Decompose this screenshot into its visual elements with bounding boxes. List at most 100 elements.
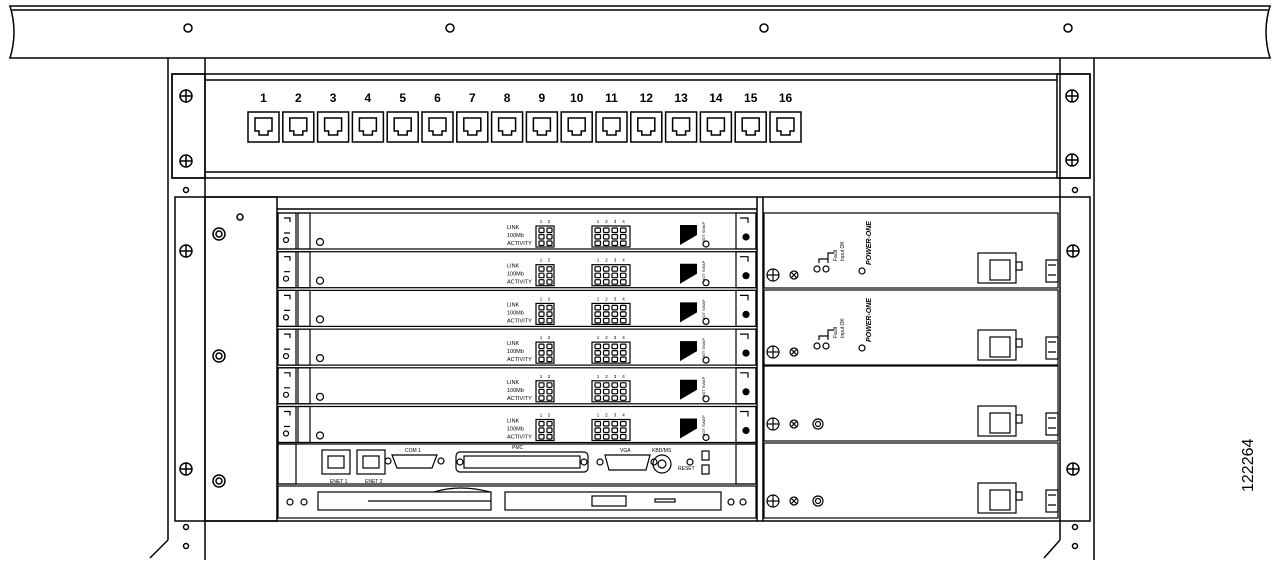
status-led (813, 265, 821, 273)
led-label: ACTIVITY (507, 396, 532, 402)
psu-brand-label: POWER-ONE (866, 298, 873, 342)
ethernet-port[interactable] (321, 449, 351, 475)
rj45-port[interactable] (421, 111, 454, 143)
port-number-label: 4 (622, 296, 625, 301)
rj45-port[interactable] (664, 111, 698, 143)
led-label: 100Mb (507, 272, 524, 278)
rj45-port[interactable] (595, 111, 628, 143)
led-label: 100Mb (507, 388, 524, 394)
psu-led-label: Fault (833, 326, 839, 338)
figure-id: 122264 (1240, 438, 1257, 492)
vendor-logo-icon (680, 341, 697, 362)
led-label: 100Mb (507, 427, 524, 433)
rj45-port[interactable] (456, 111, 489, 143)
latch-handle[interactable] (989, 489, 1011, 511)
port-number-label: 4 (365, 91, 372, 105)
rj45-port[interactable] (630, 111, 663, 143)
port-number-label: 2 (605, 296, 608, 301)
screw-icon (766, 494, 780, 508)
rj45-port[interactable] (386, 111, 419, 143)
rj45-port[interactable] (769, 111, 802, 143)
port-number-label: 5 (399, 91, 406, 105)
port-number-label: 3 (614, 374, 617, 379)
floppy-drive[interactable] (317, 487, 492, 511)
cd-drive[interactable] (504, 491, 722, 511)
led-label: LINK (507, 225, 520, 231)
screw-icon (1065, 153, 1079, 167)
led-label: LINK (507, 380, 520, 386)
psu-led-label: Input OK (840, 241, 846, 261)
port-number-label: 4 (622, 374, 625, 379)
rj45-port[interactable] (316, 111, 350, 143)
rj45-port[interactable] (734, 111, 767, 143)
rj45-port[interactable] (351, 111, 385, 143)
ethernet-port[interactable] (356, 449, 386, 475)
led-label: ACTIVITY (507, 280, 532, 286)
kbd-ms-port[interactable] (652, 454, 672, 474)
latch-handle[interactable] (989, 336, 1011, 358)
top-rack-rail (8, 5, 1272, 59)
rj45-port[interactable] (699, 111, 733, 143)
port-number-label: 2 (548, 374, 551, 379)
reset-button[interactable] (686, 450, 710, 475)
port-number-label: 12 (640, 91, 654, 105)
card-model-label: HOT SWAP (701, 260, 706, 281)
port-number-label: 14 (709, 91, 723, 105)
port-number-label: 1 (260, 91, 267, 105)
rj45-port[interactable] (282, 111, 315, 143)
port-number-label: 2 (605, 219, 608, 224)
port-number-label: 11 (605, 91, 618, 105)
screw-icon (179, 462, 193, 476)
port-number-label: 1 (540, 374, 543, 379)
latch-handle[interactable] (989, 412, 1011, 434)
screw-icon (789, 496, 799, 506)
status-led (813, 342, 821, 350)
card-model-label: HOT SWAP (701, 299, 706, 320)
vga-port[interactable] (596, 454, 658, 471)
led-label: ACTIVITY (507, 241, 532, 247)
latch-handle[interactable] (989, 259, 1011, 281)
vendor-logo-icon (680, 379, 697, 400)
com-port[interactable] (384, 454, 445, 469)
cpu-port-label: ENET 1 (330, 479, 348, 485)
port-number-label: 1 (597, 296, 600, 301)
rj45-port[interactable] (560, 111, 593, 143)
port-number-label: 2 (548, 413, 551, 418)
led-label: LINK (507, 264, 520, 270)
screw-icon (179, 244, 193, 258)
screw-icon (1065, 89, 1079, 103)
port-number-label: 2 (605, 413, 608, 418)
port-number-label: 3 (614, 258, 617, 263)
rack-post-left (149, 58, 206, 560)
port-number-label: 4 (622, 219, 625, 224)
port-number-label: 6 (434, 91, 441, 105)
status-led (822, 342, 830, 350)
port-number-label: 2 (548, 296, 551, 301)
led-label: LINK (507, 302, 520, 308)
rj45-port[interactable] (490, 111, 524, 143)
port-number-label: 1 (540, 219, 543, 224)
rj45-port[interactable] (525, 111, 559, 143)
power-supply (763, 442, 1059, 519)
vendor-logo-icon (680, 263, 697, 284)
port-number-label: 1 (597, 374, 600, 379)
port-number-label: 3 (614, 335, 617, 340)
card-screw (315, 315, 325, 324)
vendor-logo-icon (680, 225, 697, 245)
drive-bay (277, 485, 757, 519)
chassis-frame (174, 196, 1091, 522)
pmc-connector[interactable] (455, 451, 589, 473)
card-screw (315, 392, 325, 401)
led-label: ACTIVITY (507, 318, 532, 324)
rj45-port[interactable] (247, 111, 280, 143)
led-label: 100Mb (507, 310, 524, 316)
psu-brand-label: POWER-ONE (866, 221, 873, 265)
led-label: LINK (507, 341, 520, 347)
